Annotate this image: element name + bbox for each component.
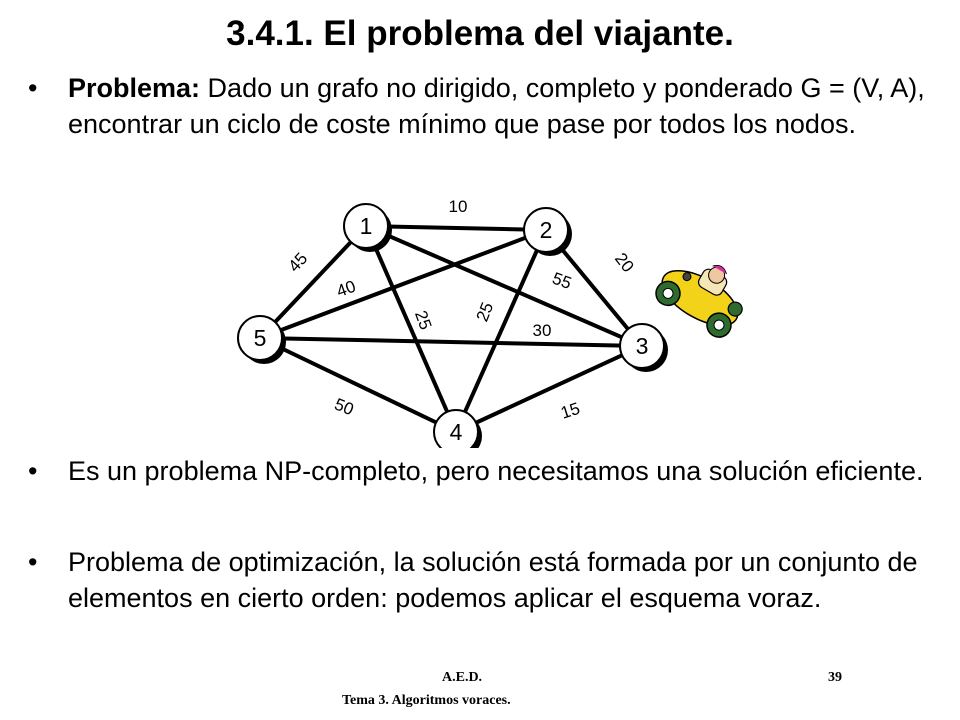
edge-4-3 [455, 344, 643, 434]
bullet-lead: Problema: [68, 73, 201, 103]
edge-1-2 [365, 224, 547, 232]
edge-1-5 [258, 224, 368, 340]
bullet-dot: • [28, 456, 38, 486]
node-circle [237, 315, 283, 361]
node-label: 2 [540, 217, 553, 243]
edge-weight-label: 20 [611, 249, 638, 276]
edge-weight-label: 50 [332, 395, 357, 420]
node-2: 2 [523, 207, 572, 256]
edge-weight-label: 10 [449, 197, 468, 216]
edge-weight-label: 15 [558, 399, 582, 423]
node-1: 1 [343, 203, 392, 252]
edge-1-4 [364, 225, 458, 433]
bullet-dot: • [28, 73, 38, 103]
edge-2-5 [259, 228, 547, 340]
car-icon [655, 265, 743, 338]
edge-5-4 [259, 336, 457, 434]
node-label: 4 [450, 419, 463, 445]
node-label: 5 [254, 325, 267, 351]
edge-2-4 [454, 229, 548, 433]
bullet-dot: • [28, 547, 38, 577]
node-label: 1 [360, 213, 373, 239]
node-label: 3 [636, 333, 649, 359]
bullet-problem: • Problema: Dado un grafo no dirigido, c… [28, 70, 928, 142]
node-3: 3 [619, 323, 668, 372]
bullet-np-complete: • Es un problema NP-completo, pero neces… [28, 453, 928, 489]
edge-weight-label: 30 [533, 321, 552, 340]
bullet-text: Problema: Dado un grafo no dirigido, com… [68, 70, 928, 142]
node-circle [619, 323, 665, 369]
node-circle [433, 409, 479, 448]
bullet-optimization: • Problema de optimización, la solución … [28, 544, 928, 616]
edge-weight-label: 45 [285, 249, 312, 276]
edge-weight-label: 25 [411, 308, 435, 332]
slide-title: 3.4.1. El problema del viajante. [226, 14, 734, 53]
edge-weight-label: 25 [473, 300, 498, 325]
bullet-body: Dado un grafo no dirigido, completo y po… [68, 73, 925, 139]
node-circle [523, 207, 569, 253]
footer-page-number: 39 [828, 670, 842, 685]
edge-1-3 [365, 224, 643, 348]
bullet-body: Es un problema NP-completo, pero necesit… [68, 456, 924, 486]
node-5: 5 [237, 315, 286, 364]
graph-edges [258, 224, 644, 434]
node-circle [343, 203, 389, 249]
edge-weight-label: 55 [550, 269, 574, 293]
bullet-body: Problema de optimización, la solución es… [68, 547, 918, 613]
node-4: 4 [433, 409, 482, 448]
edge-weight-label: 40 [334, 277, 358, 301]
edge-5-3 [259, 336, 643, 348]
footer-course: A.E.D. [442, 670, 483, 685]
footer-topic: Tema 3. Algoritmos voraces. [342, 693, 511, 708]
